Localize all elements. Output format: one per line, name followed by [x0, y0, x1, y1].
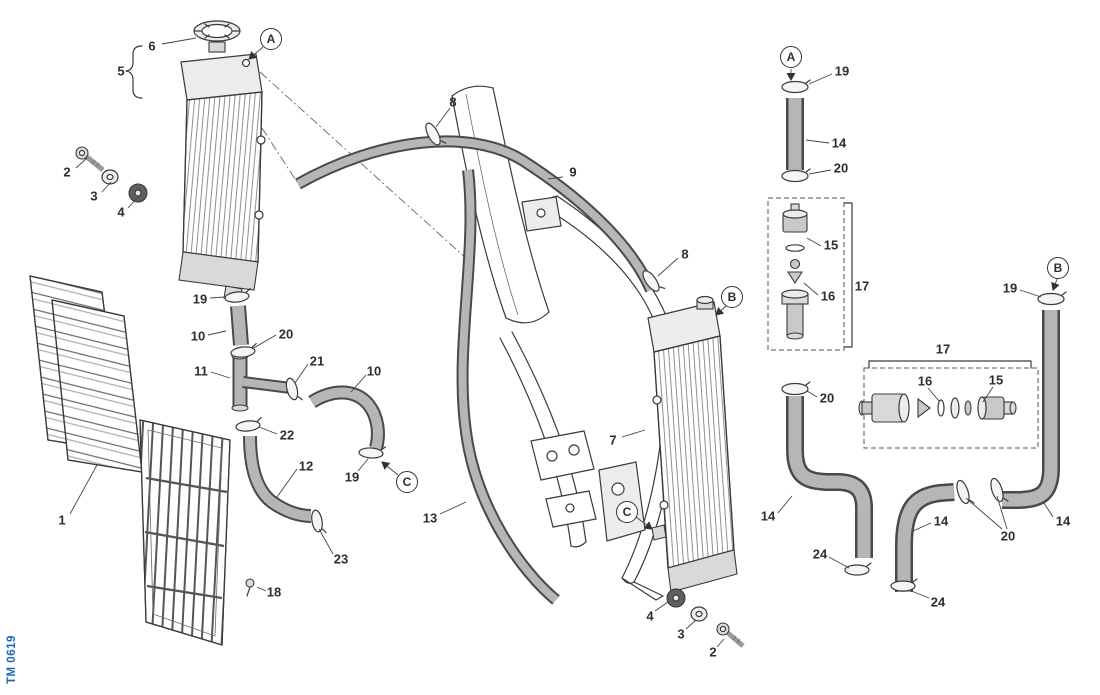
radiator-guard-grille — [139, 419, 231, 646]
leader-lines — [69, 37, 1054, 648]
radiator-guard-louver — [29, 275, 143, 473]
hose-13 — [456, 169, 560, 605]
bolt-2-right — [716, 622, 745, 648]
hose-9 — [295, 135, 657, 293]
hose-14-left-outlet — [786, 396, 873, 558]
hose-10-short — [230, 305, 249, 346]
t-fitting-11 — [231, 352, 294, 412]
thermostat-assembly-horizontal — [858, 360, 1039, 449]
hose-12-elbow — [243, 435, 312, 523]
spacer-3-right — [690, 606, 708, 622]
grommet-4-left — [128, 183, 148, 203]
phantom-lines — [259, 71, 469, 261]
radiator-cap — [193, 20, 241, 53]
spacer-3-left — [101, 169, 119, 185]
brace-5 — [125, 45, 143, 99]
hose-14-right — [1002, 310, 1060, 509]
left-radiator — [178, 53, 266, 302]
fastener-18 — [245, 578, 255, 597]
grommet-4-right — [666, 588, 686, 608]
hose-clamps — [224, 79, 1067, 592]
bolt-2-left — [75, 146, 105, 172]
hose-14-middle — [895, 483, 955, 592]
watermark-code: TM 0619 — [6, 635, 18, 684]
right-radiator — [647, 295, 738, 593]
thermostat-assembly-vertical — [767, 197, 853, 351]
hose-10-elbow — [308, 385, 385, 450]
